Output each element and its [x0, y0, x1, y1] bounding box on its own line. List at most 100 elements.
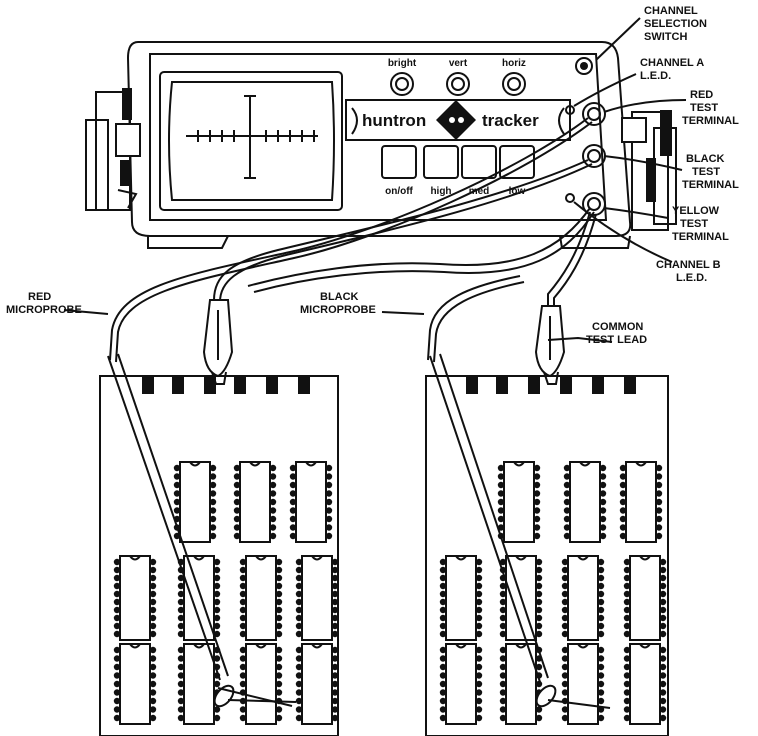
svg-text:RED: RED [690, 89, 713, 101]
knob-horiz[interactable]: horiz [502, 58, 526, 96]
common-clip-left [202, 299, 234, 385]
ic-chip [289, 461, 333, 543]
svg-text:CHANNEL: CHANNEL [644, 5, 698, 17]
right-handle [621, 110, 677, 231]
knob-vert[interactable]: vert [446, 58, 470, 96]
ic-chip [233, 461, 277, 543]
ic-chip [173, 461, 217, 543]
red-microprobe [107, 353, 297, 708]
red-test-terminal[interactable] [582, 102, 606, 126]
callout-black-test-terminal: BLACK TEST TERMINAL [682, 153, 739, 191]
svg-text:L.E.D.: L.E.D. [640, 70, 671, 82]
ic-chips-right [439, 461, 667, 725]
button-on-off[interactable]: on/off [381, 145, 417, 197]
channel-a-led [565, 105, 575, 115]
svg-text:TERMINAL: TERMINAL [672, 231, 729, 243]
callout-black-microprobe: BLACK MICROPROBE [300, 291, 376, 316]
ic-chip [177, 555, 221, 641]
brand-tracker: tracker [482, 111, 539, 130]
left-handle [85, 88, 141, 211]
svg-text:COMMON: COMMON [592, 321, 643, 333]
ic-chip [619, 461, 663, 543]
instrument-case [126, 41, 632, 237]
board-outline-left [99, 375, 339, 736]
ic-chip [113, 643, 157, 725]
svg-text:CHANNEL A: CHANNEL A [640, 57, 704, 69]
button-label-low: low [509, 186, 526, 197]
svg-text:MICROPROBE: MICROPROBE [300, 304, 376, 316]
test-cables [109, 117, 597, 363]
svg-text:CHANNEL B: CHANNEL B [656, 259, 721, 271]
ic-chip [439, 555, 483, 641]
callout-channel-a-led: CHANNEL A L.E.D. [640, 57, 704, 82]
ic-chip [623, 555, 667, 641]
front-foot-left [147, 235, 229, 249]
button-label-on-off: on/off [385, 186, 413, 197]
board-outline-right [425, 375, 669, 736]
circuit-board-left [99, 375, 339, 736]
yellow-test-terminal[interactable] [582, 192, 606, 216]
ic-chip [499, 555, 543, 641]
svg-text:YELLOW: YELLOW [672, 205, 720, 217]
callout-red-test-terminal: RED TEST TERMINAL [682, 89, 739, 127]
ic-chip [439, 643, 483, 725]
common-clip-right [534, 305, 566, 385]
ic-chip [295, 555, 339, 641]
huntron-logo-diamond [436, 100, 476, 140]
button-high[interactable]: high [423, 145, 459, 197]
channel-b-led [565, 193, 575, 203]
common-lead-cable [247, 207, 591, 287]
callout-channel-b-led: CHANNEL B L.E.D. [656, 259, 721, 284]
callout-yellow-test-terminal: YELLOW TEST TERMINAL [672, 205, 729, 243]
ic-chip [295, 643, 339, 725]
front-foot-right [559, 235, 631, 249]
common-test-lead-cable [547, 211, 591, 306]
black-microprobe [429, 353, 611, 709]
svg-text:BLACK: BLACK [686, 153, 725, 165]
trace-ticks [197, 130, 315, 142]
svg-text:RED: RED [28, 291, 51, 303]
svg-text:TERMINAL: TERMINAL [682, 179, 739, 191]
svg-text:L.E.D.: L.E.D. [676, 272, 707, 284]
ic-chip [499, 643, 543, 725]
svg-text:TERMINAL: TERMINAL [682, 115, 739, 127]
red-microprobe-tip [217, 687, 293, 707]
svg-text:TEST: TEST [680, 218, 708, 230]
ic-chips-left [113, 461, 339, 725]
crt-screen [159, 71, 343, 211]
button-label-med: med [469, 186, 490, 197]
svg-text:TEST: TEST [692, 166, 720, 178]
svg-text:MICROPROBE: MICROPROBE [6, 304, 82, 316]
black-microprobe-cable [213, 159, 589, 301]
ic-chip [561, 643, 605, 725]
knob-label-bright: bright [388, 58, 417, 69]
callout-red-microprobe: RED MICROPROBE [6, 291, 82, 316]
button-low[interactable]: low [499, 145, 535, 197]
button-label-high: high [430, 186, 451, 197]
knob-label-vert: vert [449, 58, 468, 69]
svg-text:BLACK: BLACK [320, 291, 359, 303]
tracker-instrument: bright vert horiz huntron tracker on/off [85, 41, 677, 249]
ic-chip [113, 555, 157, 641]
svg-text:SELECTION: SELECTION [644, 18, 707, 30]
brand-plate: huntron tracker [345, 99, 571, 141]
svg-text:TEST LEAD: TEST LEAD [586, 334, 647, 346]
knob-bright[interactable]: bright [388, 58, 417, 96]
brand-huntron: huntron [362, 111, 426, 130]
svg-text:SWITCH: SWITCH [644, 31, 687, 43]
ic-chip [561, 555, 605, 641]
callout-leaders [63, 17, 687, 343]
instrument-front-panel [149, 53, 608, 221]
edge-connector-left [142, 376, 310, 394]
edge-connector-right [466, 376, 636, 394]
button-med[interactable]: med [461, 145, 497, 197]
knob-label-horiz: horiz [502, 58, 526, 69]
ic-chip [563, 461, 607, 543]
red-microprobe-cable [109, 117, 589, 361]
ic-chip [177, 643, 221, 725]
ic-chip [239, 643, 283, 725]
channel-selection-switch[interactable] [575, 57, 593, 75]
ic-chip [497, 461, 541, 543]
